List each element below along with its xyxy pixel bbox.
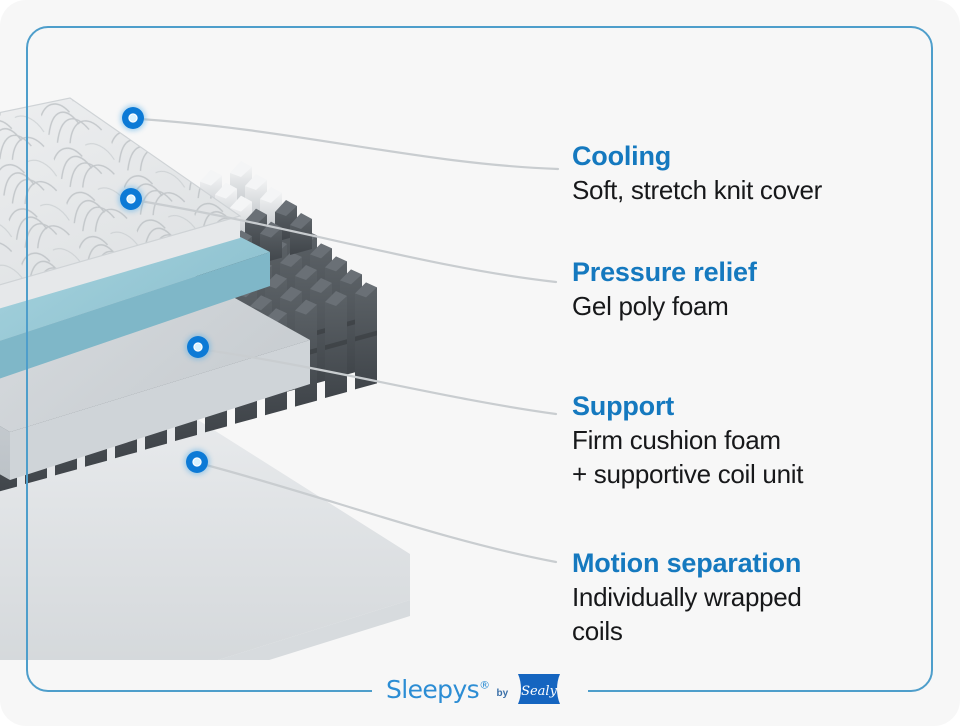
callout-pressure-relief: Pressure relief Gel poly foam xyxy=(572,255,952,323)
callout-description-cooling: Soft, stretch knit cover xyxy=(572,175,823,205)
mattress-illustration xyxy=(0,40,570,660)
callout-description-pressure-relief: Gel poly foam xyxy=(572,291,729,321)
sleepys-wordmark: Sleepys® xyxy=(386,674,490,704)
callout-heading-support: Support xyxy=(572,391,675,421)
callout-description-motion-separation-line1: Individually wrapped xyxy=(572,582,802,612)
callout-support: Support Firm cushion foam + supportive c… xyxy=(572,389,952,491)
callout-dot-motion-separation[interactable] xyxy=(186,451,208,473)
brand-logo: Sleepys® by Sealy xyxy=(386,672,563,706)
sleepys-text: Sleepys xyxy=(386,674,480,704)
callout-heading-motion-separation: Motion separation xyxy=(572,548,802,578)
registered-mark: ® xyxy=(479,678,490,692)
callout-dot-pressure-relief[interactable] xyxy=(120,188,142,210)
callout-cooling: Cooling Soft, stretch knit cover xyxy=(572,139,952,207)
callout-dot-cooling[interactable] xyxy=(122,107,144,129)
callout-heading-cooling: Cooling xyxy=(572,141,672,171)
by-label: by xyxy=(496,687,509,699)
callout-motion-separation: Motion separation Individually wrapped c… xyxy=(572,546,952,648)
callout-description-motion-separation-line2: coils xyxy=(572,616,623,646)
callout-heading-pressure-relief: Pressure relief xyxy=(572,257,757,287)
callout-description-support-line1: Firm cushion foam xyxy=(572,425,781,455)
callout-dot-support[interactable] xyxy=(187,336,209,358)
callout-description-support-line2: + supportive coil unit xyxy=(572,459,804,489)
svg-text:Sealy: Sealy xyxy=(521,684,558,699)
sealy-badge: Sealy xyxy=(515,673,563,705)
